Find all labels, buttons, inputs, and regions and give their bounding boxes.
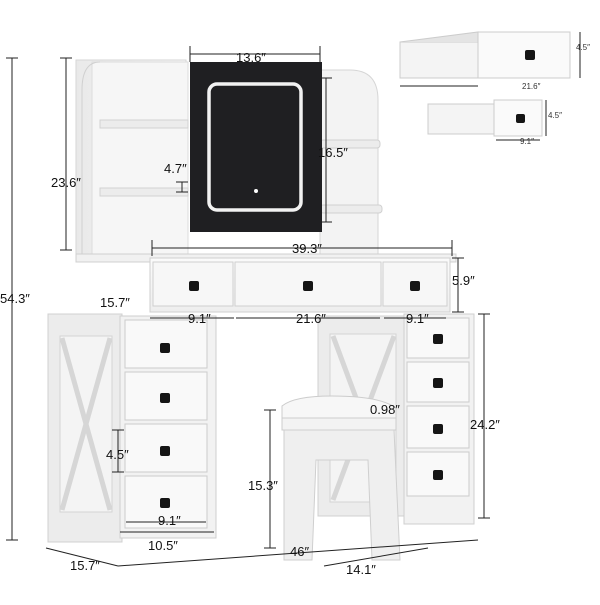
knob-icon <box>189 281 199 291</box>
knob-icon <box>160 393 170 403</box>
stool <box>281 395 401 561</box>
knob-icon <box>160 343 170 353</box>
hutch <box>75 59 383 261</box>
knob-icon <box>433 378 443 388</box>
drawer-height-label: 4.5″ <box>106 447 129 462</box>
mirror-width-label: 13.6″ <box>236 50 266 65</box>
hutch-height-label: 23.6″ <box>51 175 81 190</box>
center-drawer-width-label: 21.6″ <box>296 311 326 326</box>
cabinet-width-label: 10.5″ <box>148 538 178 553</box>
inset-small-width-label: 9.1″ <box>520 137 534 146</box>
base-depth-label: 15.7″ <box>70 558 100 573</box>
knob-icon <box>433 334 443 344</box>
knob-icon <box>525 50 535 60</box>
top-drawer-left <box>152 261 234 307</box>
knob-icon <box>433 424 443 434</box>
knob-icon <box>303 281 313 291</box>
top-drawer-right <box>382 261 448 307</box>
stool-width-label: 14.1″ <box>346 562 376 577</box>
right-drawer-width-label: 9.1″ <box>406 311 429 326</box>
stool-height-label: 15.3″ <box>248 478 278 493</box>
shelf-gap-label: 4.7″ <box>164 161 187 176</box>
knob-icon <box>516 114 525 123</box>
inset-large-width-label: 21.6″ <box>522 82 541 91</box>
knob-icon <box>410 281 420 291</box>
lower-drawer-width-label: 9.1″ <box>158 513 181 528</box>
right-shelf-lower <box>319 204 383 214</box>
inset-small-drawer <box>427 99 543 137</box>
side-depth-label: 15.7″ <box>100 295 130 310</box>
left-shelf-upper <box>99 119 189 129</box>
top-drawer-height-label: 5.9″ <box>452 273 475 288</box>
total-height-label: 54.3″ <box>0 291 30 306</box>
cabinet-height-label: 24.2″ <box>470 417 500 432</box>
overall-width-label: 46″ <box>290 544 310 559</box>
inset-small-height-label: 4.5″ <box>548 111 562 120</box>
top-width-label: 39.3″ <box>292 241 322 256</box>
inset-large-drawer <box>399 31 571 79</box>
knob-icon <box>160 446 170 456</box>
dimension-lines <box>6 32 581 567</box>
mirror-height-label: 16.5″ <box>318 145 348 160</box>
inset-large-height-label: 4.5″ <box>576 43 590 52</box>
knob-icon <box>160 498 170 508</box>
right-drawer-4 <box>406 451 470 497</box>
touch-switch-icon <box>254 189 258 193</box>
knob-icon <box>433 470 443 480</box>
stool-cushion-label: 0.98″ <box>370 402 400 417</box>
left-shelf-lower <box>99 187 189 197</box>
mirror-light-frame <box>207 82 303 212</box>
left-cabinet <box>47 313 217 543</box>
vanity-top <box>75 253 457 313</box>
left-drawer-width-label: 9.1″ <box>188 311 211 326</box>
